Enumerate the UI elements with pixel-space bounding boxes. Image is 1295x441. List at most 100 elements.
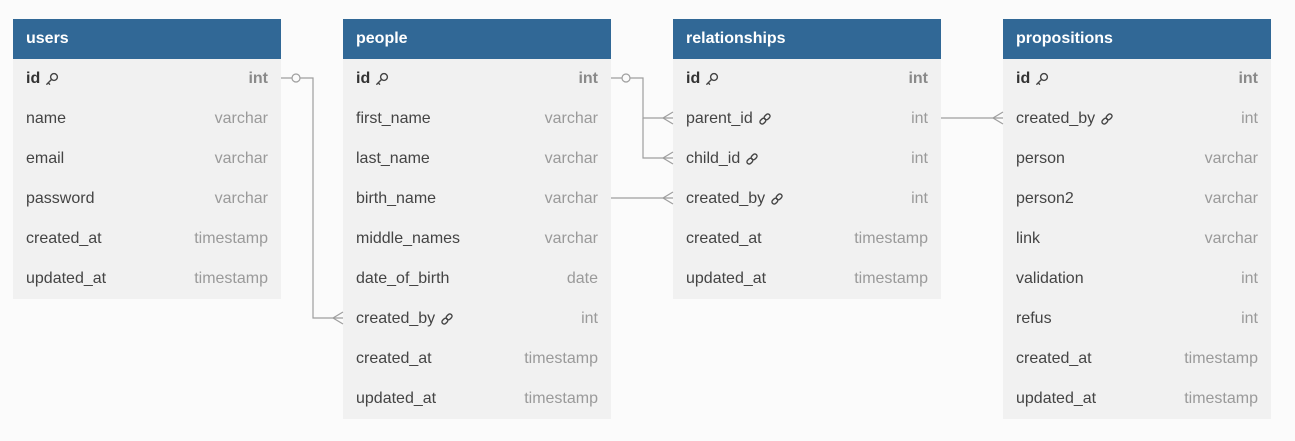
column-name: id	[356, 70, 371, 87]
column-name: first_name	[356, 110, 431, 127]
column-name: created_by	[356, 310, 436, 327]
people-column-updated-at[interactable]: updated_at timestamp	[343, 379, 611, 419]
column-name: birth_name	[356, 190, 437, 207]
column-type: varchar	[214, 150, 268, 167]
people-column-middle-names[interactable]: middle_names varchar	[343, 219, 611, 259]
column-name: parent_id	[686, 110, 753, 127]
column-type: int	[581, 310, 598, 327]
relation-people-id-to-relationships-child-id	[642, 118, 674, 165]
propositions-column-created-by[interactable]: created_by int	[1003, 99, 1271, 139]
column-type: timestamp	[524, 350, 598, 367]
people-column-created-by[interactable]: created_by int	[343, 299, 611, 339]
column-type: int	[911, 150, 928, 167]
column-type: int	[911, 190, 928, 207]
column-type: timestamp	[1184, 350, 1258, 367]
table-users[interactable]: users id int name varchar email varchar …	[13, 19, 281, 299]
relationships-column-parent-id[interactable]: parent_id int	[673, 99, 941, 139]
propositions-column-person[interactable]: person varchar	[1003, 139, 1271, 179]
relationships-column-created-by[interactable]: created_by int	[673, 179, 941, 219]
link-icon	[770, 192, 784, 206]
relation-users-id-to-people-created-by	[281, 73, 344, 325]
propositions-column-validation[interactable]: validation int	[1003, 259, 1271, 299]
column-type: date	[566, 270, 598, 287]
table-users-header[interactable]: users	[13, 19, 281, 59]
relation-relationships-parent-id-to-propositions-created-by	[941, 111, 1004, 125]
relationships-column-created-at[interactable]: created_at timestamp	[673, 219, 941, 259]
people-column-id[interactable]: id int	[343, 59, 611, 99]
table-people-header[interactable]: people	[343, 19, 611, 59]
column-type: int	[578, 70, 598, 87]
column-name: updated_at	[1016, 390, 1097, 407]
column-type: varchar	[214, 110, 268, 127]
propositions-column-id[interactable]: id int	[1003, 59, 1271, 99]
column-name: name	[26, 110, 67, 127]
table-propositions[interactable]: propositions id int created_by int perso…	[1003, 19, 1271, 419]
column-type: timestamp	[194, 270, 268, 287]
link-icon	[745, 152, 759, 166]
key-icon	[375, 72, 389, 86]
column-name: password	[26, 190, 95, 207]
column-type: varchar	[214, 190, 268, 207]
column-type: timestamp	[854, 230, 928, 247]
key-icon	[45, 72, 59, 86]
key-icon	[1035, 72, 1049, 86]
people-column-created-at[interactable]: created_at timestamp	[343, 339, 611, 379]
table-people[interactable]: people id int first_name varchar last_na…	[343, 19, 611, 419]
column-name: updated_at	[686, 270, 767, 287]
column-type: timestamp	[194, 230, 268, 247]
propositions-column-refus[interactable]: refus int	[1003, 299, 1271, 339]
users-column-created-at[interactable]: created_at timestamp	[13, 219, 281, 259]
column-type: varchar	[544, 230, 598, 247]
users-column-email[interactable]: email varchar	[13, 139, 281, 179]
link-icon	[440, 312, 454, 326]
column-name: created_by	[1016, 110, 1096, 127]
link-icon	[1100, 112, 1114, 126]
column-type: int	[1241, 110, 1258, 127]
column-name: created_at	[26, 230, 102, 247]
relation-people-birth-name-to-relationships-created-by	[611, 191, 674, 205]
relationships-column-child-id[interactable]: child_id int	[673, 139, 941, 179]
users-column-id[interactable]: id int	[13, 59, 281, 99]
column-name: email	[26, 150, 65, 167]
column-type: varchar	[544, 110, 598, 127]
column-type: timestamp	[524, 390, 598, 407]
column-name: child_id	[686, 150, 741, 167]
column-type: int	[248, 70, 268, 87]
table-propositions-header[interactable]: propositions	[1003, 19, 1271, 59]
column-type: int	[1241, 310, 1258, 327]
users-column-updated-at[interactable]: updated_at timestamp	[13, 259, 281, 299]
people-column-birth-name[interactable]: birth_name varchar	[343, 179, 611, 219]
propositions-column-person2[interactable]: person2 varchar	[1003, 179, 1271, 219]
column-name: id	[1016, 70, 1031, 87]
table-relationships[interactable]: relationships id int parent_id int child…	[673, 19, 941, 299]
propositions-column-link[interactable]: link varchar	[1003, 219, 1271, 259]
column-name: refus	[1016, 310, 1052, 327]
propositions-column-updated-at[interactable]: updated_at timestamp	[1003, 379, 1271, 419]
column-name: person	[1016, 150, 1065, 167]
people-column-last-name[interactable]: last_name varchar	[343, 139, 611, 179]
column-name: middle_names	[356, 230, 461, 247]
column-name: person2	[1016, 190, 1074, 207]
column-name: updated_at	[26, 270, 107, 287]
relation-people-id-to-relationships-parent-id	[611, 73, 674, 125]
column-type: varchar	[544, 190, 598, 207]
column-type: int	[911, 110, 928, 127]
users-column-name[interactable]: name varchar	[13, 99, 281, 139]
relationships-column-updated-at[interactable]: updated_at timestamp	[673, 259, 941, 299]
column-name: id	[26, 70, 41, 87]
users-column-password[interactable]: password varchar	[13, 179, 281, 219]
column-name: link	[1016, 230, 1041, 247]
key-icon	[705, 72, 719, 86]
column-name: created_at	[686, 230, 762, 247]
propositions-column-created-at[interactable]: created_at timestamp	[1003, 339, 1271, 379]
column-name: last_name	[356, 150, 430, 167]
column-type: timestamp	[854, 270, 928, 287]
people-column-first-name[interactable]: first_name varchar	[343, 99, 611, 139]
relationships-column-id[interactable]: id int	[673, 59, 941, 99]
column-name: id	[686, 70, 701, 87]
column-type: int	[1238, 70, 1258, 87]
column-type: int	[908, 70, 928, 87]
link-icon	[758, 112, 772, 126]
people-column-date-of-birth[interactable]: date_of_birth date	[343, 259, 611, 299]
table-relationships-header[interactable]: relationships	[673, 19, 941, 59]
